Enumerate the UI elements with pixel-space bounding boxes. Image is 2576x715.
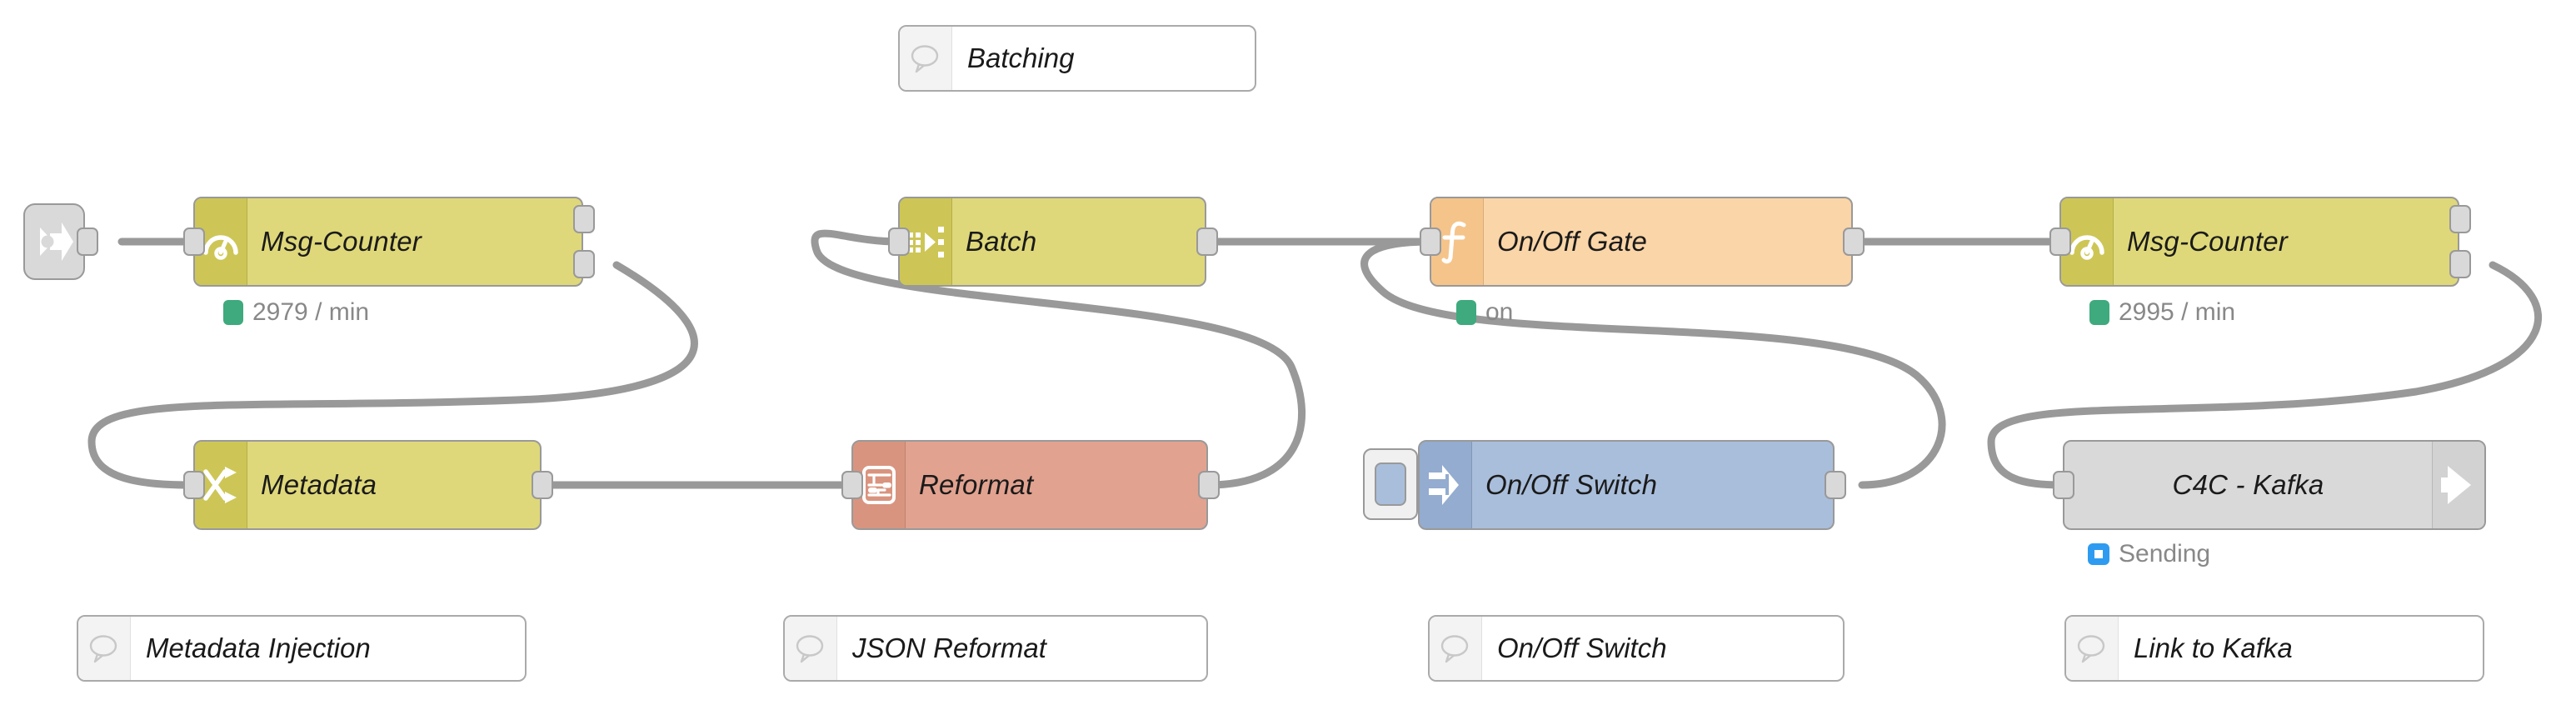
node-c4c-kafka[interactable]: C4C - Kafka (2063, 440, 2486, 530)
link-in-arrow-icon (40, 222, 73, 261)
msg-counter-right-output-port-1[interactable] (2449, 205, 2471, 233)
onoff-gate-status: on (1456, 298, 1513, 327)
c4c-kafka-status: Sending (2088, 540, 2210, 568)
comment-bubble-icon (2066, 617, 2119, 680)
msg-counter-left-output-port-1[interactable] (573, 205, 595, 233)
node-reformat[interactable]: Reformat (851, 440, 1208, 530)
node-metadata[interactable]: Metadata (193, 440, 542, 530)
comment-label: Link to Kafka (2134, 632, 2293, 663)
status-text: 2979 / min (252, 298, 370, 326)
comment-node-link-to-kafka[interactable]: Link to Kafka (2064, 615, 2484, 682)
comment-label: Metadata Injection (146, 632, 371, 663)
status-green-dot (2089, 300, 2109, 325)
node-onoff-switch[interactable]: On/Off Switch (1418, 440, 1835, 530)
node-msg-counter-left[interactable]: Msg-Counter (193, 197, 583, 287)
msg-counter-right-output-port-2[interactable] (2449, 250, 2471, 278)
msg-counter-right-status: 2995 / min (2089, 298, 2235, 327)
comment-bubble-icon (900, 27, 952, 90)
onoff-switch-output-port[interactable] (1825, 471, 1846, 499)
batch-input-port[interactable] (888, 228, 910, 256)
inject-arrow-icon (1420, 442, 1472, 528)
comment-node-batching[interactable]: Batching (898, 25, 1256, 92)
comment-bubble-icon (785, 617, 837, 680)
reformat-input-port[interactable] (841, 471, 863, 499)
comment-label: Batching (967, 42, 1075, 73)
onoff-gate-input-port[interactable] (1420, 228, 1441, 256)
node-label: Batch (966, 226, 1037, 257)
link-out-arrow-icon (2432, 442, 2484, 528)
inject-button[interactable] (1363, 448, 1418, 520)
node-label: On/Off Switch (1485, 469, 1658, 500)
comment-label: JSON Reformat (852, 632, 1046, 663)
node-label: Reformat (919, 469, 1034, 500)
batch-output-port[interactable] (1196, 228, 1218, 256)
comment-node-metadata-injection[interactable]: Metadata Injection (77, 615, 527, 682)
link-in-node[interactable] (23, 203, 85, 280)
status-blue-ring (2088, 543, 2109, 565)
status-text: Sending (2119, 540, 2211, 568)
msg-counter-left-status: 2979 / min (223, 298, 369, 327)
node-label: Metadata (261, 469, 377, 500)
node-onoff-gate[interactable]: On/Off Gate (1430, 197, 1853, 287)
node-label: Msg-Counter (2127, 226, 2288, 257)
node-msg-counter-right[interactable]: Msg-Counter (2059, 197, 2459, 287)
comment-bubble-icon (78, 617, 131, 680)
status-text: on (1485, 298, 1514, 326)
status-green-dot (1456, 300, 1476, 325)
c4c-kafka-input-port[interactable] (2053, 471, 2074, 499)
status-green-dot (223, 300, 243, 325)
metadata-output-port[interactable] (532, 471, 553, 499)
node-label: On/Off Gate (1497, 226, 1648, 257)
node-label: C4C - Kafka (2172, 469, 2324, 500)
metadata-input-port[interactable] (183, 471, 205, 499)
msg-counter-left-output-port-2[interactable] (573, 250, 595, 278)
msg-counter-right-input-port[interactable] (2049, 228, 2071, 256)
inject-button-inner (1375, 462, 1406, 506)
node-batch[interactable]: Batch (898, 197, 1206, 287)
comment-node-onoff-switch[interactable]: On/Off Switch (1428, 615, 1845, 682)
link-in-output-port[interactable] (77, 228, 98, 256)
status-text: 2995 / min (2119, 298, 2236, 326)
comment-label: On/Off Switch (1497, 632, 1667, 663)
comment-node-json-reformat[interactable]: JSON Reformat (783, 615, 1208, 682)
msg-counter-left-input-port[interactable] (183, 228, 205, 256)
comment-bubble-icon (1430, 617, 1482, 680)
node-label: Msg-Counter (261, 226, 422, 257)
reformat-output-port[interactable] (1198, 471, 1220, 499)
onoff-gate-output-port[interactable] (1843, 228, 1865, 256)
